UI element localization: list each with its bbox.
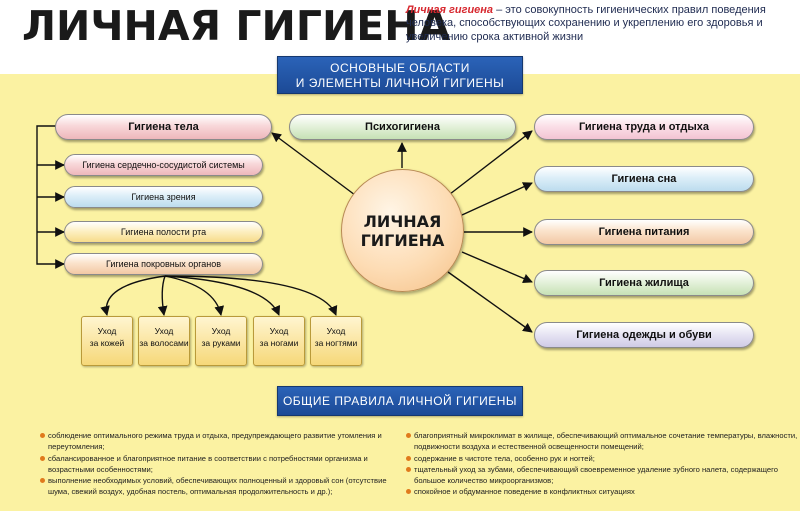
node-skin-hygiene: Гигиена покровных органов: [64, 253, 263, 275]
center-line2: ГИГИЕНА: [360, 230, 445, 250]
care-skin-line2: за кожей: [89, 338, 125, 348]
rule-item: выполнение необходимых условий, обеспечи…: [40, 475, 400, 498]
rule-item: спокойное и обдуманное поведение в конфл…: [406, 486, 798, 497]
care-nails-line1: Уход: [326, 326, 346, 336]
care-feet-line1: Уход: [269, 326, 289, 336]
node-body-hygiene: Гигиена тела: [55, 114, 272, 140]
care-feet-line2: за ногами: [259, 338, 299, 348]
care-hair-line1: Уход: [154, 326, 174, 336]
care-skin-line1: Уход: [97, 326, 117, 336]
main-areas-banner: ОСНОВНЫЕ ОБЛАСТИ И ЭЛЕМЕНТЫ ЛИЧНОЙ ГИГИЕ…: [277, 56, 523, 94]
rule-item: тщательный уход за зубами, обеспечивающи…: [406, 464, 798, 487]
care-hands-line2: за руками: [201, 338, 241, 348]
care-hands-line1: Уход: [211, 326, 231, 336]
center-line1: ЛИЧНАЯ: [363, 211, 442, 231]
care-nails-line2: за ногтями: [314, 338, 358, 348]
node-clothing-hygiene: Гигиена одежды и обуви: [534, 322, 754, 348]
node-cardio-hygiene: Гигиена сердечно-сосудистой системы: [64, 154, 263, 176]
general-rules-banner: ОБЩИЕ ПРАВИЛА ЛИЧНОЙ ГИГИЕНЫ: [277, 386, 523, 416]
care-hair-line2: за волосами: [139, 338, 189, 348]
rule-item: соблюдение оптимального режима труда и о…: [40, 430, 400, 453]
care-skin: Уход за кожей: [81, 316, 133, 366]
main-areas-banner-line2: И ЭЛЕМЕНТЫ ЛИЧНОЙ ГИГИЕНЫ: [295, 76, 505, 90]
page-title: ЛИЧНАЯ ГИГИЕНА: [22, 2, 451, 50]
rule-item: благоприятный микроклимат в жилище, обес…: [406, 430, 798, 453]
node-housing-hygiene: Гигиена жилища: [534, 270, 754, 296]
center-node-personal-hygiene: ЛИЧНАЯ ГИГИЕНА: [341, 169, 464, 292]
node-nutrition-hygiene: Гигиена питания: [534, 219, 754, 245]
node-work-rest-hygiene: Гигиена труда и отдыха: [534, 114, 754, 140]
main-areas-banner-line1: ОСНОВНЫЕ ОБЛАСТИ: [330, 61, 470, 75]
care-hair: Уход за волосами: [138, 316, 190, 366]
care-feet: Уход за ногами: [253, 316, 305, 366]
node-psychohygiene: Психогигиена: [289, 114, 516, 140]
node-sleep-hygiene: Гигиена сна: [534, 166, 754, 192]
care-hands: Уход за руками: [195, 316, 247, 366]
definition-term: Личная гигиена: [406, 4, 494, 16]
definition-text: – это совокупность гигиенических правил …: [406, 4, 766, 43]
rule-item: содержание в чистоте тела, особенно рук …: [406, 453, 798, 464]
node-oral-hygiene: Гигиена полости рта: [64, 221, 263, 243]
care-nails: Уход за ногтями: [310, 316, 362, 366]
rules-list-right: благоприятный микроклимат в жилище, обес…: [406, 430, 798, 498]
rules-list-left: соблюдение оптимального режима труда и о…: [40, 430, 400, 498]
rule-item: сбалансированное и благоприятное питание…: [40, 453, 400, 476]
node-vision-hygiene: Гигиена зрения: [64, 186, 263, 208]
definition: Личная гигиена – это совокупность гигиен…: [406, 4, 798, 44]
